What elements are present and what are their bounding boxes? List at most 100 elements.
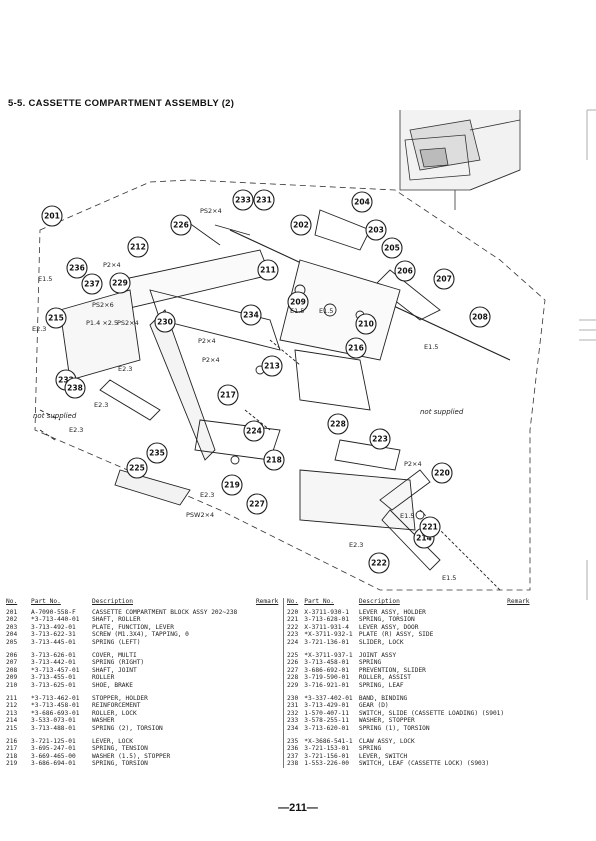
svg-text:209: 209	[290, 298, 306, 307]
cell-part-no: *3-713-440-01	[31, 616, 80, 624]
cell-part-no: 3-578-255-11	[304, 717, 349, 725]
cell-remark	[507, 702, 532, 710]
callout: 235	[146, 442, 168, 464]
fastener-labels: PS2×4 P2×4 E1.5 PS2×6 P1.4 ×2.5 PS2×4 E2…	[32, 207, 464, 582]
svg-text:224: 224	[246, 427, 262, 436]
cell-no: 237	[287, 752, 299, 760]
header-description: Description	[92, 598, 133, 605]
label-e1.5: E1.5	[319, 307, 333, 315]
cell-description: SLIDER, LOCK	[358, 638, 404, 646]
cell-description: ROLLER, ASSIST	[358, 674, 411, 682]
cell-description: SPRING, TORSION	[358, 616, 415, 624]
cell-part-no: 3-713-622-31	[31, 631, 76, 639]
svg-text:218: 218	[266, 456, 282, 465]
cell-remark	[507, 745, 532, 753]
svg-text:210: 210	[358, 320, 374, 329]
cell-description: WASHER, STOPPER	[358, 717, 415, 725]
svg-text:212: 212	[130, 243, 146, 252]
cell-description: SWITCH, LEAF (CASSETTE LOCK) (S903)	[358, 760, 490, 768]
cell-no: 232	[287, 709, 299, 717]
svg-text:203: 203	[368, 226, 384, 235]
cell-part-no: 3-721-136-01	[304, 638, 349, 646]
label-e2.3: E2.3	[69, 426, 83, 434]
callout: 202	[290, 214, 312, 236]
label-e2.3: E2.3	[200, 491, 214, 499]
cell-part-no: 3-713-492-01	[31, 623, 76, 631]
cell-no: 205	[6, 638, 18, 646]
callout: 219	[221, 474, 243, 496]
callout: 227	[246, 493, 268, 515]
callout: 230	[154, 311, 176, 333]
label-ps2x4-top: PS2×4	[200, 207, 222, 215]
callout: 206	[394, 260, 416, 282]
label-e2.3: E2.3	[118, 365, 132, 373]
callout: 201	[41, 205, 63, 227]
callout: 210	[355, 313, 377, 335]
cell-no: 218	[6, 752, 18, 760]
cell-description: LEVER ASSY, DOOR	[358, 623, 419, 631]
cell-description: CASSETTE COMPARTMENT BLOCK ASSY 202~238	[92, 608, 238, 616]
callout: 211	[257, 259, 279, 281]
cell-part-no: 3-721-156-01	[304, 752, 349, 760]
cell-remark	[256, 725, 284, 733]
svg-text:231: 231	[256, 196, 272, 205]
cell-part-no: *3-713-457-01	[31, 666, 80, 674]
cell-no: 221	[287, 616, 299, 624]
cell-part-no: *X-3711-937-1	[304, 651, 353, 659]
cell-description: JOINT ASSY	[358, 651, 397, 659]
callout: 216	[345, 337, 367, 359]
cell-no: 201	[6, 608, 18, 616]
cell-remark	[256, 702, 284, 710]
svg-text:206: 206	[397, 267, 413, 276]
cell-description: ROLLER	[92, 674, 115, 682]
callouts: 201 202 203 204 205 206 207 208 209 210 …	[41, 189, 491, 574]
svg-text:233: 233	[235, 196, 251, 205]
callout: 231	[253, 189, 275, 211]
cell-part-no: 3-686-694-01	[31, 760, 76, 768]
svg-text:234: 234	[243, 311, 259, 320]
header-part-no: Part No.	[304, 598, 335, 605]
cell-description: PREVENTION, SLIDER	[358, 666, 426, 674]
cell-no: 228	[287, 674, 299, 682]
cell-part-no: *X-3686-541-1	[304, 737, 353, 745]
svg-text:216: 216	[348, 344, 364, 353]
label-p2x4: P2×4	[198, 337, 216, 345]
svg-text:227: 227	[249, 500, 265, 509]
svg-text:217: 217	[220, 391, 236, 400]
cell-remark	[507, 717, 532, 725]
cell-no: 234	[287, 724, 299, 732]
cell-remark	[507, 682, 532, 690]
cell-part-no: 3-713-458-01	[304, 659, 349, 667]
cell-description: STOPPER, HOLDER	[92, 694, 148, 702]
header-remark: Remark	[255, 598, 279, 605]
cell-description: SPRING, LEAF	[358, 681, 404, 689]
label-e1.5: E1.5	[424, 343, 438, 351]
callout: 204	[351, 191, 373, 213]
cell-no: 213	[6, 709, 18, 717]
cell-remark	[256, 682, 284, 690]
label-p2x4: P2×4	[202, 356, 220, 364]
cell-remark	[507, 667, 532, 675]
cell-no: 206	[6, 651, 18, 659]
